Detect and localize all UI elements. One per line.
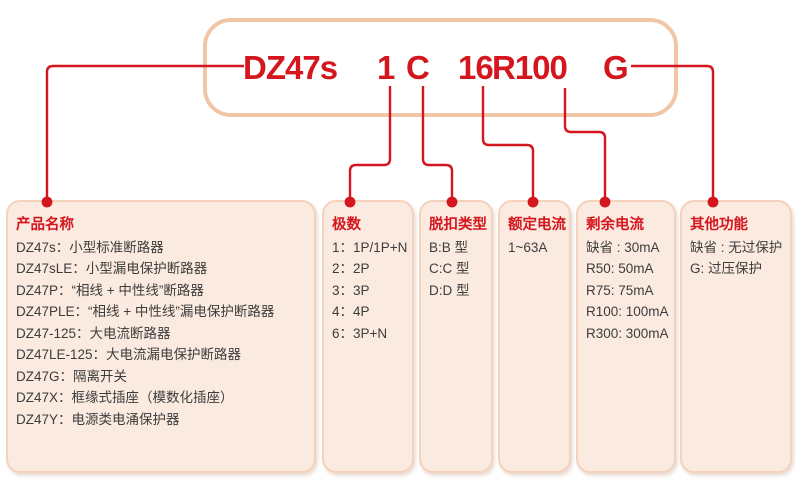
list-item: 1：1P/1P+N (332, 239, 408, 255)
list-item: 4：4P (332, 304, 370, 319)
panel-residual-current: 剩余电流 缺省 : 30mA R50: 50mA R75: 75mA R100:… (576, 200, 676, 473)
list-item: 缺省 : 无过保护 (690, 239, 783, 255)
list-item: 6：3P+N (332, 325, 388, 341)
model-segment-series: DZ47s (243, 49, 338, 86)
connector-dot (446, 196, 458, 208)
list-item: DZ47Y：电源类电涌保护器 (16, 411, 180, 427)
list-item: 2：2P (332, 261, 370, 276)
panel-title: 额定电流 (508, 217, 566, 233)
connector-product-name (45, 64, 244, 202)
list-item: R75: 75mA (586, 282, 654, 298)
connector-residual (563, 88, 607, 202)
list-item: DZ47PLE：“相线 + 中性线”漏电保护断路器 (16, 304, 275, 319)
list-item: 1~63A (508, 239, 548, 255)
model-number-box (203, 18, 678, 117)
list-item: G: 过压保护 (690, 261, 763, 276)
list-item: R50: 50mA (586, 261, 654, 276)
list-item: B:B 型 (429, 239, 469, 255)
connector-dot (707, 196, 719, 208)
list-item: DZ47X：框缘式插座（模数化插座） (16, 390, 234, 405)
model-segment-trip-type: C (406, 49, 430, 86)
list-item: 3：3P (332, 282, 370, 298)
connector-dot (344, 196, 356, 208)
connector-dot (41, 196, 53, 208)
list-item: R100: 100mA (586, 304, 669, 319)
list-item: DZ47LE-125：大电流漏电保护断路器 (16, 347, 242, 362)
panel-trip-type: 脱扣类型 B:B 型 C:C 型 D:D 型 (419, 200, 493, 473)
panel-title: 剩余电流 (586, 217, 644, 233)
list-item: D:D 型 (429, 282, 470, 298)
model-segment-poles: 1 (377, 49, 395, 86)
list-item: DZ47-125：大电流断路器 (16, 325, 171, 341)
panel-title: 脱扣类型 (429, 217, 487, 233)
list-item: C:C 型 (429, 261, 470, 276)
list-item: DZ47s：小型标准断路器 (16, 239, 164, 255)
list-item: R300: 300mA (586, 325, 669, 341)
list-item: DZ47P：“相线 + 中性线”断路器 (16, 282, 204, 298)
model-segment-other-function: G (603, 49, 629, 86)
connector-poles (348, 86, 392, 202)
list-item: DZ47G：隔离开关 (16, 368, 128, 384)
panel-product-name: 产品名称 DZ47s：小型标准断路器 DZ47sLE：小型漏电保护断路器 DZ4… (6, 200, 316, 473)
panel-title: 极数 (332, 217, 361, 233)
model-segment-residual: R100 (492, 49, 568, 86)
connector-other-function (631, 64, 715, 202)
connector-dot (599, 196, 611, 208)
panel-rated-current: 额定电流 1~63A (498, 200, 571, 473)
list-item: 缺省 : 30mA (586, 239, 660, 255)
connector-dot (527, 196, 539, 208)
list-item: DZ47sLE：小型漏电保护断路器 (16, 261, 208, 276)
model-segment-rated-current: 16 (458, 49, 494, 86)
panel-poles: 极数 1：1P/1P+N 2：2P 3：3P 4：4P 6：3P+N (322, 200, 414, 473)
connector-rated-current (481, 86, 535, 202)
panel-title: 其他功能 (690, 217, 748, 233)
panel-other-functions: 其他功能 缺省 : 无过保护 G: 过压保护 (680, 200, 792, 473)
panel-title: 产品名称 (16, 217, 74, 233)
connector-trip-type (421, 86, 454, 202)
